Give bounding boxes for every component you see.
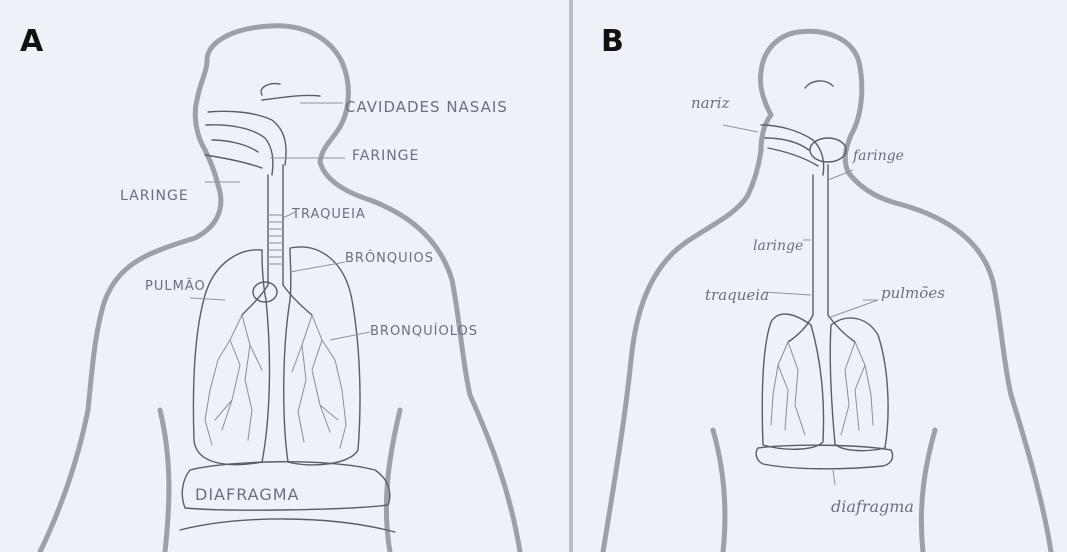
- label-trachea-b: traqueia: [705, 286, 769, 304]
- label-pharynx-a: FARINGE: [352, 148, 419, 164]
- label-bronchioles-a: BRONQUÍOLOS: [370, 323, 478, 339]
- panel-a: CAVIDADES NASAIS FARINGE LARINGE TRAQUEI…: [0, 0, 569, 552]
- label-diaphragm-a: DIAFRAGMA: [195, 485, 299, 504]
- panel-a-letter: A: [20, 24, 43, 59]
- right-lung-b: [830, 318, 888, 451]
- label-bronchi-a: BRÔNQUIOS: [345, 250, 434, 266]
- label-nasal-cavities-a: CAVIDADES NASAIS: [345, 98, 508, 116]
- bronchiole-branches-a: [205, 315, 346, 448]
- panel-b: nariz faringe laringe traqueia pulmões d…: [573, 0, 1067, 552]
- right-lung-a: [284, 247, 360, 465]
- label-lungs-b: pulmões: [881, 284, 945, 302]
- label-diaphragm-b: diafragma: [831, 497, 914, 516]
- label-trachea-a: TRAQUEIA: [291, 207, 366, 222]
- panel-b-drawing: nariz faringe laringe traqueia pulmões d…: [573, 0, 1067, 552]
- panel-b-letter: B: [601, 24, 624, 59]
- label-nose-b: nariz: [691, 94, 730, 112]
- label-larynx-b: laringe: [753, 238, 803, 254]
- panel-a-drawing: CAVIDADES NASAIS FARINGE LARINGE TRAQUEI…: [0, 0, 569, 552]
- left-lung-b: [762, 314, 823, 449]
- label-lung-a: PULMÃO: [145, 278, 206, 294]
- label-larynx-a: LARINGE: [120, 188, 189, 204]
- trachea-rings-a: [268, 215, 283, 264]
- label-pharynx-b: faringe: [852, 148, 904, 164]
- diaphragm-b: [756, 445, 892, 469]
